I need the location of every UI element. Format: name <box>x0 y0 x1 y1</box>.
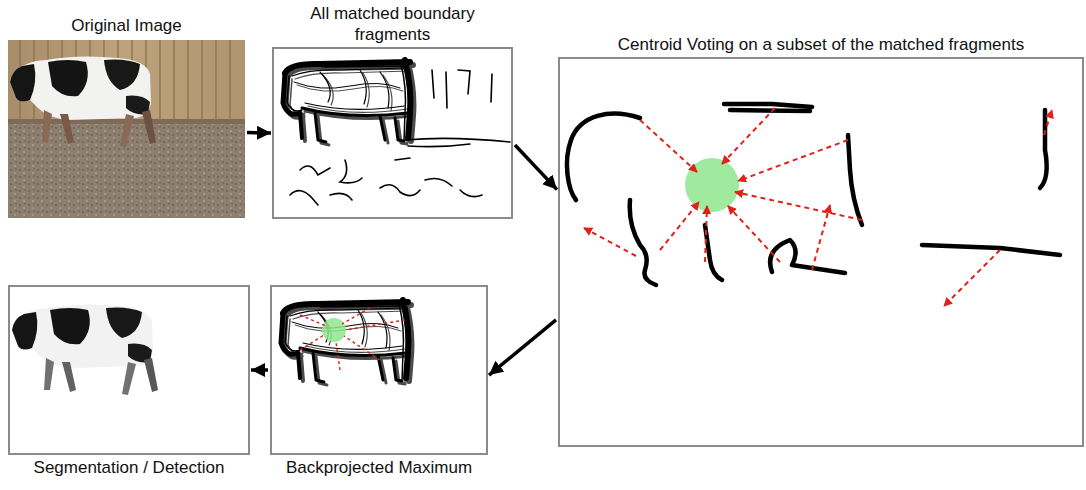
centroid-voting <box>567 104 1060 306</box>
segmentation-panel: Segmentation / Detection <box>8 285 250 455</box>
boundary-fragments <box>340 160 362 183</box>
backprojected-fragments <box>342 308 370 324</box>
backprojection-panel: Backprojected Maximum <box>270 285 488 455</box>
boundary-fragments <box>330 193 352 200</box>
photo-panel: Original Image <box>8 40 245 218</box>
boundary-fragments <box>408 144 470 147</box>
cow-photo <box>215 40 216 122</box>
segmented-cow <box>12 304 158 395</box>
cow-photo <box>229 40 230 122</box>
centroid-voting <box>770 240 845 273</box>
segmented-cow <box>12 304 158 395</box>
centroid-voting <box>1040 110 1047 188</box>
panel-title: Centroid Voting on a subset of the match… <box>618 34 1024 55</box>
boundary-fragments <box>458 70 470 94</box>
backprojected-fragments <box>281 300 411 385</box>
centroid-voting <box>640 120 697 172</box>
centroid-voting <box>685 158 739 212</box>
backprojected-fragments <box>322 318 346 342</box>
centroid-voting <box>812 205 830 270</box>
centroid-voting <box>705 206 707 262</box>
boundary-fragments <box>446 72 447 108</box>
centroid-voting <box>728 206 780 262</box>
backprojected-fragments <box>346 320 405 330</box>
flow-arrow <box>515 145 557 190</box>
backprojected-fragments <box>300 315 326 326</box>
centroid-voting <box>722 108 775 164</box>
centroid-voting <box>630 200 656 285</box>
centroid-voting <box>660 202 699 250</box>
boundary-fragments <box>283 60 510 205</box>
voting-panel: Centroid Voting on a subset of the match… <box>558 57 1084 447</box>
panel-title: Original Image <box>71 15 182 36</box>
panel-title: Backprojected Maximum <box>286 457 472 478</box>
centroid-voting <box>724 104 812 107</box>
backprojected-fragments <box>344 336 380 360</box>
cow-photo <box>10 56 156 147</box>
flow-arrow <box>247 131 271 135</box>
centroid-voting <box>705 225 722 280</box>
cow-photo <box>201 40 202 122</box>
cow-photo <box>173 40 174 122</box>
boundary-fragments <box>286 63 413 145</box>
boundary-fragments <box>491 74 492 102</box>
panel-title: Segmentation / Detection <box>34 457 225 478</box>
centroid-voting <box>584 228 636 256</box>
cow-photo <box>8 40 245 218</box>
backprojected-fragments <box>300 335 324 350</box>
fragment-panel: All matched boundary fragments <box>272 47 513 219</box>
boundary-fragments <box>290 191 318 205</box>
boundary-fragments <box>380 185 420 196</box>
boundary-fragments <box>460 190 482 197</box>
flow-arrow <box>489 320 556 375</box>
panel-title: All matched boundary fragments <box>298 3 488 46</box>
flow-arrow <box>251 368 268 372</box>
boundary-fragments <box>425 178 452 186</box>
boundary-fragments <box>300 166 330 175</box>
boundary-fragments <box>432 70 434 98</box>
backprojected-fragments <box>336 342 340 370</box>
backprojected-fragments <box>284 303 411 385</box>
boundary-fragments <box>405 138 510 142</box>
boundary-fragments <box>395 158 410 160</box>
centroid-voting <box>1044 110 1052 135</box>
centroid-voting <box>848 135 862 225</box>
centroid-voting <box>738 140 848 181</box>
cow-photo <box>159 40 160 122</box>
cow-photo <box>187 40 188 122</box>
centroid-voting <box>944 250 1000 306</box>
centroid-voting <box>567 114 640 200</box>
centroid-voting <box>730 110 810 111</box>
centroid-voting <box>735 192 862 220</box>
centroid-voting <box>922 245 1060 255</box>
